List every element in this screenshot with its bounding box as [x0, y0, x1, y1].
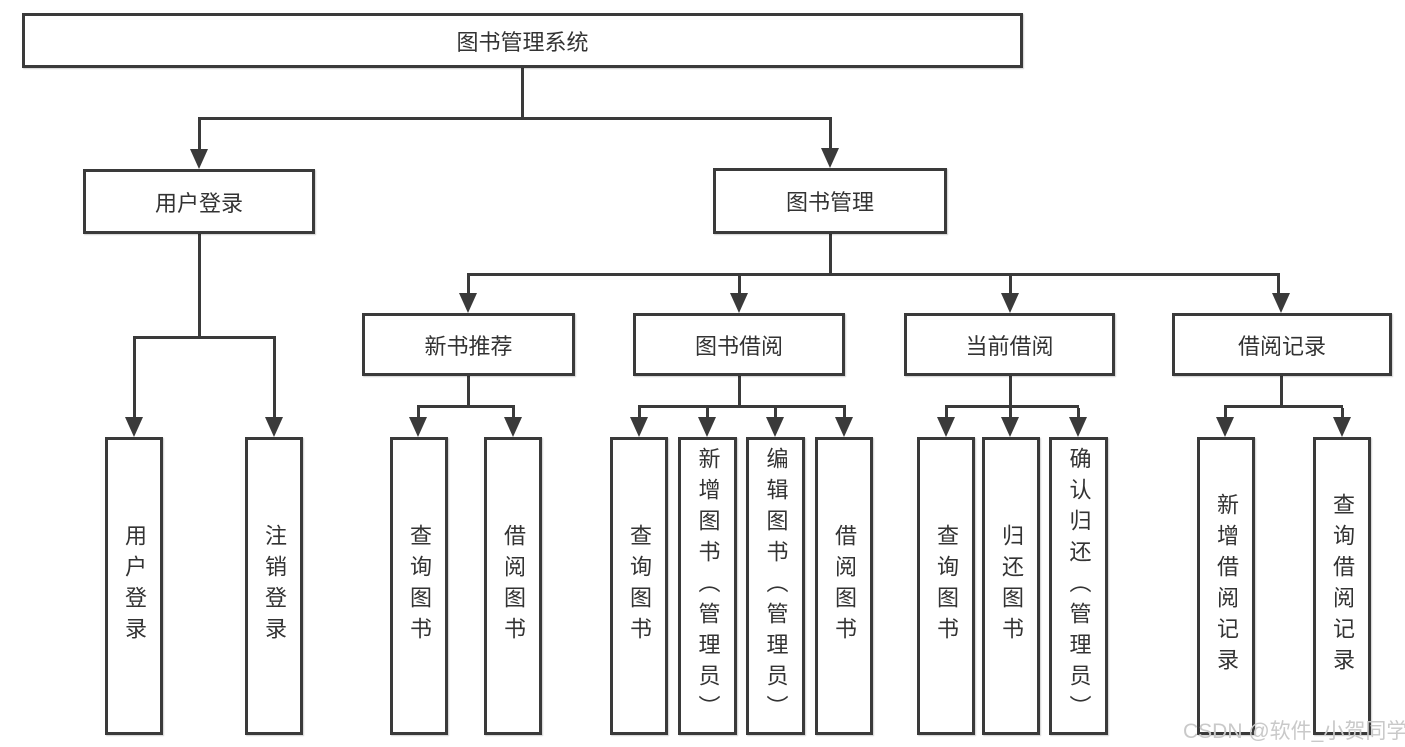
arrow-down-icon — [937, 417, 955, 437]
node-label: 借阅记录 — [1237, 333, 1326, 359]
connector-line — [133, 336, 276, 339]
connector-line — [1009, 376, 1012, 408]
arrow-down-icon — [125, 417, 143, 437]
leaf-label: 借阅图书 — [501, 524, 526, 648]
connector-line — [417, 408, 420, 419]
connector-line — [1341, 408, 1344, 419]
node-label: 用户登录 — [154, 190, 243, 216]
leaf-borrowing-edit-books-admin: 编辑图书（管理员） — [746, 437, 805, 735]
leaf-current-query-books: 查询图书 — [917, 437, 975, 735]
arrow-down-icon — [766, 417, 784, 437]
leaf-label: 查询图书 — [934, 524, 959, 648]
csdn-watermark: CSDN @软件_小贺同学 — [1183, 720, 1405, 743]
leaf-label: 注销登录 — [262, 524, 287, 648]
arrow-down-icon — [459, 293, 477, 313]
leaf-label: 归还图书 — [999, 524, 1024, 648]
node-new-book-recommendation: 新书推荐 — [362, 313, 575, 376]
node-book-borrowing: 图书借阅 — [633, 313, 845, 376]
connector-line — [1277, 276, 1280, 295]
leaf-label: 查询借阅记录 — [1330, 493, 1355, 679]
leaf-user-login: 用户登录 — [105, 437, 163, 735]
arrow-down-icon — [730, 293, 748, 313]
leaf-records-query-borrow-record: 查询借阅记录 — [1313, 437, 1371, 735]
connector-line — [521, 68, 524, 120]
connector-line — [198, 117, 201, 151]
arrow-down-icon — [265, 417, 283, 437]
connector-line — [638, 408, 641, 419]
leaf-label: 新增借阅记录 — [1214, 493, 1239, 679]
node-label: 图书管理系统 — [456, 29, 589, 55]
leaf-records-add-borrow-record: 新增借阅记录 — [1197, 437, 1255, 735]
connector-line — [1009, 408, 1012, 419]
connector-line — [774, 408, 777, 419]
node-library-management-system: 图书管理系统 — [22, 13, 1023, 68]
connector-line — [1280, 376, 1283, 408]
connector-line — [738, 276, 741, 295]
arrow-down-icon — [1333, 417, 1351, 437]
connector-line — [1224, 408, 1227, 419]
arrow-down-icon — [698, 417, 716, 437]
connector-line — [945, 405, 1079, 408]
arrow-down-icon — [1216, 417, 1234, 437]
leaf-logout-login: 注销登录 — [245, 437, 303, 735]
connector-line — [417, 405, 515, 408]
arrow-down-icon — [630, 417, 648, 437]
arrow-down-icon — [190, 149, 208, 169]
arrow-down-icon — [504, 417, 522, 437]
node-label: 当前借阅 — [965, 333, 1054, 359]
connector-line — [198, 117, 832, 120]
connector-line — [1224, 405, 1343, 408]
connector-line — [706, 408, 709, 419]
connector-line — [843, 408, 846, 419]
connector-line — [467, 276, 470, 295]
node-label: 图书管理 — [785, 190, 874, 215]
leaf-current-confirm-return-admin: 确认归还（管理员） — [1049, 437, 1108, 735]
arrow-down-icon — [409, 417, 427, 437]
connector-line — [829, 117, 832, 150]
connector-line — [1009, 276, 1012, 295]
node-book-management: 图书管理 — [713, 168, 947, 234]
leaf-label: 确认归还（管理员） — [1066, 446, 1092, 726]
connector-line — [945, 408, 948, 419]
connector-line — [273, 339, 276, 419]
arrow-down-icon — [835, 417, 853, 437]
node-borrowing-records: 借阅记录 — [1172, 313, 1392, 376]
arrow-down-icon — [1001, 417, 1019, 437]
leaf-label: 新增图书（管理员） — [695, 446, 721, 726]
connector-line — [638, 405, 846, 408]
leaf-label: 查询图书 — [407, 524, 432, 648]
connector-line — [467, 273, 1280, 276]
leaf-label: 查询图书 — [627, 524, 652, 648]
leaf-newbook-query-books: 查询图书 — [390, 437, 448, 735]
leaf-label: 借阅图书 — [832, 524, 857, 648]
node-label: 图书借阅 — [694, 333, 783, 359]
connector-line — [133, 339, 136, 419]
arrow-down-icon — [1069, 417, 1087, 437]
leaf-borrowing-add-books-admin: 新增图书（管理员） — [678, 437, 737, 735]
connector-line — [512, 408, 515, 419]
leaf-newbook-borrow-books: 借阅图书 — [484, 437, 542, 735]
node-label: 新书推荐 — [424, 333, 513, 359]
connector-line — [198, 234, 201, 339]
arrow-down-icon — [821, 148, 839, 168]
leaf-label: 编辑图书（管理员） — [763, 446, 789, 726]
connector-line — [1077, 408, 1080, 419]
leaf-current-return-books: 归还图书 — [982, 437, 1040, 735]
leaf-borrowing-borrow-books: 借阅图书 — [815, 437, 873, 735]
connector-line — [467, 376, 470, 408]
connector-line — [738, 376, 741, 408]
arrow-down-icon — [1001, 293, 1019, 313]
node-current-borrowing: 当前借阅 — [904, 313, 1115, 376]
connector-line — [829, 234, 832, 276]
leaf-label: 用户登录 — [122, 524, 147, 648]
leaf-borrowing-query-books: 查询图书 — [610, 437, 668, 735]
arrow-down-icon — [1272, 293, 1290, 313]
node-user-login: 用户登录 — [83, 169, 315, 234]
